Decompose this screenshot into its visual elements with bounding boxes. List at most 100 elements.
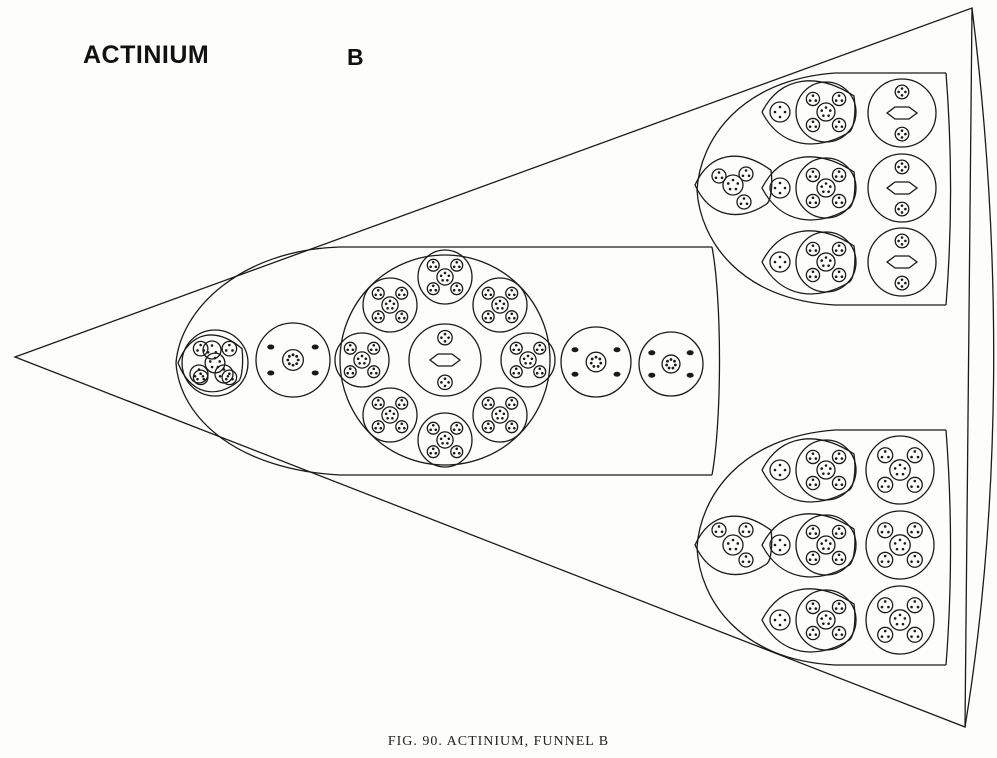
- small-sphere: [877, 522, 894, 539]
- point-dot: [808, 201, 812, 204]
- small-sphere: [894, 84, 910, 100]
- small-sphere: [894, 159, 910, 175]
- point-dot: [356, 357, 360, 361]
- point-dot: [901, 547, 905, 551]
- point-dot: [910, 635, 913, 638]
- point-dot: [510, 288, 514, 292]
- point-dot: [834, 558, 838, 561]
- point-dot: [744, 555, 748, 558]
- small-sphere: [371, 310, 385, 324]
- point-dot: [510, 422, 514, 426]
- point-dot: [210, 365, 214, 369]
- point-dot: [898, 538, 902, 542]
- point-dot: [726, 542, 730, 545]
- point-dot: [494, 302, 498, 306]
- pair-dot: [648, 372, 656, 378]
- small-sphere: [371, 286, 385, 300]
- point-dot: [443, 434, 447, 438]
- point-dot: [489, 426, 493, 430]
- atom-ring: [472, 277, 528, 333]
- point-dot: [837, 196, 841, 200]
- point-dot: [828, 259, 832, 262]
- point-dot: [840, 457, 844, 460]
- point-dot: [883, 600, 887, 603]
- small-sphere: [509, 365, 523, 379]
- small-sphere: [894, 201, 910, 217]
- small-sphere: [816, 102, 836, 122]
- point-dot: [837, 120, 841, 124]
- point-dot: [904, 165, 907, 169]
- point-dot: [822, 622, 825, 625]
- bond-ring: [867, 227, 937, 297]
- small-sphere: [889, 609, 911, 631]
- point-dot: [507, 426, 511, 430]
- small-sphere: [426, 282, 440, 296]
- point-dot: [840, 275, 844, 279]
- drop-body: [761, 513, 856, 578]
- point-dot: [916, 605, 920, 609]
- point-dot: [400, 422, 404, 426]
- point-dot: [441, 441, 444, 445]
- point-dot: [811, 270, 815, 274]
- point-dot: [397, 316, 401, 320]
- point-dot: [837, 602, 841, 605]
- point-dot: [667, 366, 671, 370]
- point-dot: [904, 281, 907, 285]
- point-dot: [900, 94, 904, 97]
- point-dot: [840, 607, 844, 610]
- small-sphere: [816, 460, 836, 480]
- pair-dot: [686, 372, 694, 378]
- point-dot: [783, 186, 787, 190]
- point-dot: [822, 190, 825, 193]
- point-dot: [880, 605, 884, 609]
- point-dot: [883, 525, 887, 528]
- point-dot: [840, 125, 844, 128]
- point-dot: [916, 635, 920, 638]
- point-dot: [840, 99, 844, 102]
- point-dot: [742, 197, 746, 200]
- point-dot: [901, 472, 905, 476]
- point-dot: [808, 532, 812, 535]
- point-dot: [375, 348, 378, 352]
- pair-dot: [613, 371, 621, 377]
- small-sphere: [491, 296, 509, 314]
- point-dot: [496, 416, 499, 420]
- point-dot: [594, 355, 598, 359]
- small-sphere: [450, 421, 464, 435]
- point-dot: [811, 553, 815, 557]
- pair-dot: [267, 370, 275, 376]
- point-dot: [903, 467, 907, 470]
- point-dot: [375, 371, 378, 375]
- point-dot: [811, 452, 815, 455]
- point-dot: [455, 260, 459, 264]
- point-dot: [900, 211, 904, 214]
- point-dot: [291, 363, 295, 367]
- point-dot: [734, 187, 738, 191]
- point-dot: [669, 358, 673, 361]
- point-dot: [811, 527, 815, 530]
- point-dot: [834, 175, 838, 178]
- atom-ring: [255, 322, 331, 398]
- point-dot: [400, 398, 404, 402]
- inner-ring: [281, 348, 305, 372]
- point-dot: [514, 367, 518, 371]
- point-dot: [814, 125, 818, 128]
- point-dot: [820, 259, 824, 262]
- small-sphere: [831, 117, 847, 133]
- point-dot: [379, 316, 383, 320]
- small-sphere: [805, 193, 821, 209]
- small-sphere: [738, 552, 754, 568]
- small-sphere: [221, 369, 238, 386]
- point-dot: [837, 527, 841, 530]
- point-dot: [287, 354, 291, 358]
- point-dot: [199, 343, 202, 347]
- point-dot: [447, 381, 450, 384]
- small-sphere: [831, 524, 847, 540]
- point-dot: [388, 409, 392, 413]
- drop-body: [761, 156, 856, 221]
- point-dot: [827, 547, 830, 550]
- small-sphere: [906, 522, 923, 539]
- point-dot: [526, 354, 530, 358]
- point-dot: [773, 186, 777, 190]
- point-dot: [837, 452, 841, 455]
